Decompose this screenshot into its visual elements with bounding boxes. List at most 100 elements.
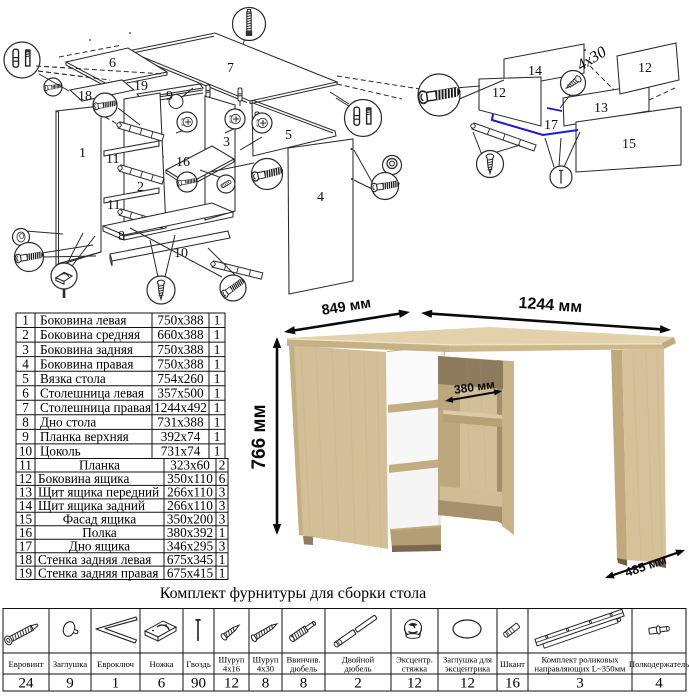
svg-text:Дно стола: Дно стола [40,415,96,430]
svg-text:1: 1 [214,386,221,401]
svg-text:2: 2 [137,180,144,195]
svg-text:380 мм: 380 мм [453,377,496,397]
svg-text:323x60: 323x60 [170,458,210,473]
svg-text:19: 19 [19,565,33,580]
svg-text:6: 6 [109,56,116,71]
svg-text:3: 3 [219,498,226,513]
svg-text:5: 5 [285,128,292,143]
svg-text:6: 6 [158,676,166,692]
svg-text:1: 1 [214,313,221,328]
svg-text:392x74: 392x74 [161,429,201,444]
svg-text:10: 10 [174,246,188,261]
svg-text:17: 17 [19,538,33,553]
svg-text:1: 1 [214,415,221,430]
svg-text:9: 9 [22,429,29,444]
svg-text:3: 3 [219,538,226,553]
svg-text:3: 3 [22,342,29,357]
svg-text:1244x492: 1244x492 [154,400,207,415]
svg-text:Полкодержатель: Полкодержатель [629,659,689,669]
svg-text:1: 1 [214,371,221,386]
svg-text:1: 1 [219,565,226,580]
svg-text:8: 8 [22,415,29,430]
svg-text:4: 4 [317,190,324,205]
svg-text:1: 1 [219,525,226,540]
svg-text:1: 1 [219,552,226,567]
svg-text:3: 3 [576,676,584,692]
svg-text:Боковина задняя: Боковина задняя [40,342,133,357]
svg-text:675x415: 675x415 [167,565,214,580]
svg-text:4: 4 [22,356,29,371]
svg-text:Евроключ: Евроключ [97,659,134,669]
svg-text:2: 2 [219,458,226,473]
svg-text:2: 2 [22,327,29,342]
svg-text:14: 14 [19,498,33,513]
svg-text:8: 8 [300,676,308,692]
svg-text:Планка: Планка [79,458,120,473]
svg-text:1: 1 [214,342,221,357]
svg-text:7: 7 [227,61,234,76]
svg-text:8: 8 [262,676,270,692]
svg-text:Комплект роликовых: Комплект роликовых [541,655,619,665]
svg-text:750x388: 750x388 [157,313,204,328]
svg-text:Ввинчив.: Ввинчив. [286,655,320,665]
svg-text:Шуруп: Шуруп [218,655,244,665]
svg-text:Боковина средняя: Боковина средняя [40,327,140,342]
svg-text:350x200: 350x200 [167,512,214,527]
svg-text:Евровинт: Евровинт [9,659,44,669]
svg-text:3: 3 [219,485,226,500]
svg-text:24: 24 [19,676,35,692]
svg-text:Фасад ящика: Фасад ящика [63,512,137,527]
svg-text:1: 1 [214,327,221,342]
svg-text:16: 16 [176,155,190,170]
svg-text:Стенка задняя правая: Стенка задняя правая [38,565,158,580]
svg-text:11: 11 [106,152,119,167]
svg-text:731x74: 731x74 [161,444,201,459]
svg-text:849 мм: 849 мм [321,295,373,319]
svg-text:750x388: 750x388 [157,356,204,371]
svg-text:Щит ящика задний: Щит ящика задний [38,498,145,513]
svg-text:4x30: 4x30 [257,664,274,674]
svg-text:3: 3 [219,512,226,527]
svg-text:4x16: 4x16 [223,664,241,674]
svg-text:1: 1 [214,429,221,444]
svg-text:Столешница правая: Столешница правая [40,400,151,415]
svg-text:19: 19 [134,79,148,94]
svg-text:Гвоздь: Гвоздь [186,659,211,669]
svg-text:12: 12 [224,676,239,692]
svg-text:350x110: 350x110 [167,471,213,486]
svg-text:Заглушка: Заглушка [53,659,87,669]
svg-text:стяжка: стяжка [402,664,427,674]
svg-text:Полка: Полка [82,525,117,540]
svg-text:11: 11 [19,458,32,473]
svg-text:1: 1 [112,676,120,692]
svg-text:Ножка: Ножка [149,659,173,669]
svg-text:1: 1 [22,313,29,328]
svg-text:16: 16 [19,525,33,540]
svg-text:7: 7 [22,400,29,415]
svg-text:1: 1 [214,356,221,371]
svg-text:Боковина левая: Боковина левая [40,313,126,328]
svg-text:12: 12 [460,676,475,692]
svg-text:1: 1 [214,400,221,415]
svg-text:18: 18 [78,89,92,104]
svg-text:Цоколь: Цоколь [40,444,81,459]
svg-text:766 мм: 766 мм [249,404,270,469]
svg-text:4: 4 [655,676,663,692]
svg-text:Планка верхняя: Планка верхняя [40,429,129,444]
svg-text:Столешница левая: Столешница левая [40,386,144,401]
svg-text:Боковина правая: Боковина правая [40,356,133,371]
svg-text:1: 1 [214,444,221,459]
svg-text:Щит ящика передний: Щит ящика передний [38,485,159,500]
svg-text:15: 15 [19,512,33,527]
svg-text:380x392: 380x392 [167,525,213,540]
svg-text:12: 12 [407,676,422,692]
svg-text:14: 14 [528,64,542,79]
svg-text:17: 17 [544,118,558,133]
svg-text:731x388: 731x388 [157,415,204,430]
svg-text:дюбель: дюбель [290,664,317,674]
svg-text:направляющих L~350мм: направляющих L~350мм [535,664,627,674]
svg-text:Заглушка для: Заглушка для [443,655,492,665]
svg-text:1: 1 [79,146,86,161]
svg-text:Вязка стола: Вязка стола [40,371,106,386]
svg-text:11: 11 [107,198,120,213]
